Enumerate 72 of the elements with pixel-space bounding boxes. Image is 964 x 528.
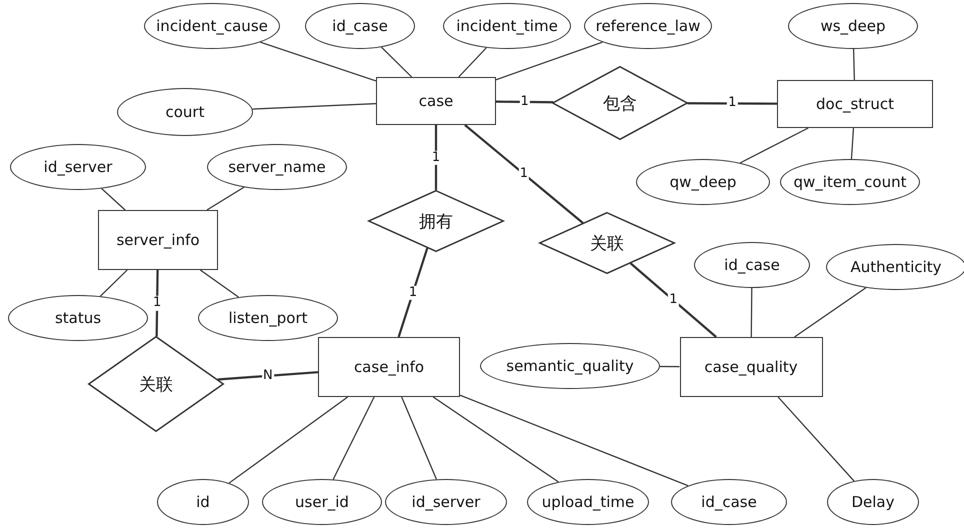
connector-line xyxy=(218,371,318,381)
connector-line xyxy=(260,42,376,82)
node-label: case_info xyxy=(354,358,424,376)
node-label: Authenticity xyxy=(850,258,942,276)
node-label: listen_port xyxy=(228,309,308,327)
connector-line xyxy=(464,124,584,224)
connector-line xyxy=(200,270,239,298)
relationship-diamond xyxy=(368,190,504,252)
entity-box xyxy=(98,210,218,270)
connector-line xyxy=(630,262,717,338)
node-label: incident_time xyxy=(456,17,558,35)
cardinality-label: 1 xyxy=(152,296,162,310)
node-label: status xyxy=(54,309,102,327)
entity-box xyxy=(680,337,822,397)
connector-line xyxy=(206,186,244,211)
connector-line xyxy=(660,366,680,368)
node-label: Delay xyxy=(851,493,894,511)
connector-line xyxy=(432,396,559,482)
node-label: id_server xyxy=(44,158,112,176)
cardinality-label: 1 xyxy=(430,150,442,165)
node-label: user_id xyxy=(295,493,349,511)
connector-line xyxy=(740,127,808,164)
connector-line xyxy=(398,248,428,338)
connector-line xyxy=(252,103,376,110)
connector-line xyxy=(458,47,487,78)
entity-box xyxy=(318,337,460,397)
entity-box xyxy=(376,77,496,125)
connector-line xyxy=(687,102,777,105)
node-label: server_name xyxy=(228,158,326,176)
relationship-diamond xyxy=(88,336,224,432)
cardinality-label: 1 xyxy=(408,285,418,300)
connector-line xyxy=(100,270,128,297)
node-label: server_info xyxy=(116,231,200,249)
connector-line xyxy=(794,287,866,338)
node-label: doc_struct xyxy=(816,95,894,113)
node-label: ws_deep xyxy=(820,17,886,35)
node-label: incident_cause xyxy=(156,17,268,35)
connector-line xyxy=(778,396,854,482)
node-label: id_case xyxy=(332,17,388,35)
connector-line xyxy=(750,288,752,337)
connector-line xyxy=(460,394,688,486)
connector-line xyxy=(228,396,348,484)
connector-line xyxy=(101,188,126,210)
node-label: 关联 xyxy=(139,374,173,396)
relationship-diamond xyxy=(539,212,675,274)
connector-line xyxy=(496,42,603,80)
entity-box xyxy=(777,80,933,128)
node-label: id_case xyxy=(724,256,780,274)
node-label: case xyxy=(418,92,454,110)
connector-line xyxy=(496,100,554,104)
node-label: qw_deep xyxy=(670,173,736,191)
node-label: 包含 xyxy=(603,92,637,114)
node-label: semantic_quality xyxy=(506,357,634,375)
cardinality-label: 1 xyxy=(518,166,530,182)
connector-line xyxy=(381,46,412,78)
node-label: id xyxy=(196,493,210,511)
connector-line xyxy=(850,128,854,160)
node-label: id_case xyxy=(701,493,757,511)
node-label: qw_item_count xyxy=(794,173,906,191)
node-label: 关联 xyxy=(590,232,624,254)
node-label: case_quality xyxy=(704,358,798,376)
node-label: reference_law xyxy=(596,17,700,35)
node-label: id_server xyxy=(412,493,480,511)
node-label: court xyxy=(166,103,204,121)
connector-line xyxy=(332,396,375,480)
connector-line xyxy=(853,48,855,80)
node-label: upload_time xyxy=(542,493,634,511)
node-label: 拥有 xyxy=(419,210,453,232)
relationship-diamond xyxy=(552,66,688,140)
attribute-ellipse xyxy=(826,244,964,290)
cardinality-label: 1 xyxy=(668,292,678,308)
connector-line xyxy=(401,396,437,480)
